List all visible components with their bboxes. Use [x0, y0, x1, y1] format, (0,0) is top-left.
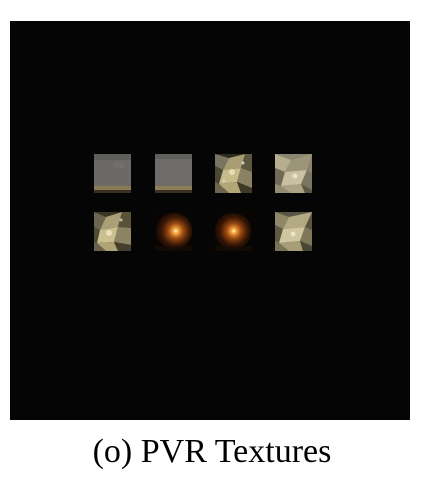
render-viewport — [10, 21, 410, 420]
gray-texture-icon — [155, 154, 192, 193]
texture-tile-glow-1 — [155, 212, 192, 251]
crystal-texture-icon — [215, 154, 252, 193]
crystal-texture-icon — [275, 212, 312, 251]
texture-tile-crystal-light — [275, 154, 312, 193]
texture-tile-crystal-2 — [94, 212, 131, 251]
texture-tile-glow-2 — [215, 212, 252, 251]
texture-tile-crystal-1 — [215, 154, 252, 193]
caption-label: (o) — [92, 433, 133, 470]
texture-tile-crystal-3 — [275, 212, 312, 251]
gray-texture-icon — [94, 154, 131, 193]
crystal-texture-icon — [94, 212, 131, 251]
orange-glow-sphere-icon — [215, 212, 252, 251]
texture-tile-gray-1 — [94, 154, 131, 193]
caption-text: PVR Textures — [140, 433, 332, 470]
crystal-light-texture-icon — [275, 154, 312, 193]
figure-caption: (o) PVR Textures — [0, 424, 424, 480]
texture-tile-gray-2 — [155, 154, 192, 193]
orange-glow-sphere-icon — [155, 212, 192, 251]
